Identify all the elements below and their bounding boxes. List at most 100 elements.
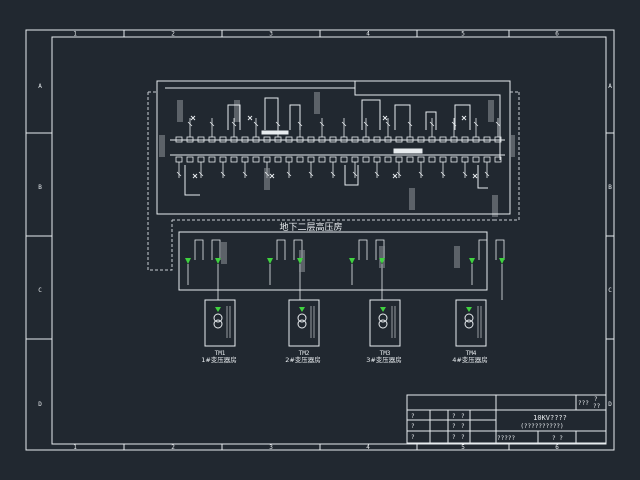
earth-switch — [341, 121, 347, 127]
transformer-coil-icon — [378, 319, 388, 329]
switch-cell — [263, 136, 271, 143]
transformer-room-label: 2#变压器房 — [285, 355, 321, 364]
col-marker: 6 — [555, 444, 559, 451]
corner-num: ? — [594, 396, 598, 403]
title-bottom-right: ? ? — [552, 435, 563, 442]
col-marker: 2 — [171, 31, 175, 38]
corner-num2: ?? — [593, 403, 601, 410]
drawing-frame — [25, 29, 615, 451]
earth-switch — [418, 171, 424, 177]
switch-cell — [439, 136, 447, 143]
transformer-room-label: 4#变压器房 — [452, 355, 488, 364]
earth-switch — [198, 171, 204, 177]
breaker-mark — [269, 173, 275, 179]
feeder-switch — [358, 239, 368, 260]
switch-cell — [208, 156, 216, 163]
row-marker: B — [608, 184, 612, 191]
switch-cell — [483, 136, 491, 143]
row-marker: C — [608, 287, 612, 294]
transformer-box — [455, 299, 487, 347]
feeder-loop — [289, 104, 301, 130]
earth-switch — [385, 121, 391, 127]
fuse-icon — [380, 307, 386, 312]
fuse-icon — [299, 307, 305, 312]
title-block-outline — [406, 394, 607, 444]
switch-cell — [175, 136, 183, 143]
col-marker: 3 — [269, 31, 273, 38]
row-marker: D — [608, 401, 612, 408]
corner-code: ??? — [578, 400, 589, 407]
earth-switch — [231, 121, 237, 127]
col-marker: 6 — [555, 31, 559, 38]
switch-cell — [219, 136, 227, 143]
switch-cell — [186, 156, 194, 163]
switch-cell — [329, 136, 337, 143]
earth-switch — [462, 171, 468, 177]
fuse-icon — [466, 307, 472, 312]
earth-switch — [495, 121, 501, 127]
fuse-icon — [499, 258, 505, 264]
title-cell: ? — [411, 423, 415, 430]
feeder-loop — [227, 104, 241, 130]
project-title: 10KV???? — [533, 414, 567, 422]
col-marker: 3 — [269, 444, 273, 451]
switch-cell — [351, 136, 359, 143]
transformer-box — [288, 299, 320, 347]
switch-cell — [230, 156, 238, 163]
feeder-loop — [394, 104, 411, 130]
earth-switch — [473, 121, 479, 127]
earth-switch — [220, 171, 226, 177]
switch-cell — [395, 136, 403, 143]
earth-switch — [429, 121, 435, 127]
switch-cell — [384, 156, 392, 163]
switch-cell — [241, 136, 249, 143]
col-marker: 5 — [461, 31, 465, 38]
earth-switch — [352, 171, 358, 177]
feeder-switch — [276, 239, 286, 260]
earth-switch — [451, 121, 457, 127]
row-marker: B — [38, 184, 42, 191]
transformer-coil-icon — [378, 313, 388, 323]
breaker-mark — [192, 173, 198, 179]
breaker-mark — [190, 115, 196, 121]
switch-cell — [362, 156, 370, 163]
fuse-icon — [267, 258, 273, 264]
earth-switch — [330, 171, 336, 177]
transformer-name: TM2 — [299, 350, 310, 357]
switch-cell — [318, 156, 326, 163]
bus-tie-bar-2 — [393, 148, 423, 154]
bus-tie-bar — [261, 130, 289, 135]
switch-cell — [494, 156, 502, 163]
earth-switch — [242, 171, 248, 177]
feeder-switch — [293, 239, 303, 260]
feeder-loop — [361, 99, 381, 130]
transformer-name: TM3 — [380, 350, 391, 357]
switch-cell — [307, 136, 315, 143]
feeder-loop — [264, 97, 279, 130]
breaker-mark — [392, 173, 398, 179]
fuse-icon — [215, 258, 221, 264]
upper-switch-cells — [175, 115, 502, 179]
title-cell: ? — [461, 423, 465, 430]
feeder-switch — [211, 239, 221, 260]
title-block-text: 10KV???? (??????????) ??? ? ?? ? ? ? ? ?… — [411, 396, 601, 442]
earth-switch — [396, 171, 402, 177]
switch-cell — [450, 156, 458, 163]
feeder-loop — [184, 165, 200, 196]
earth-switch — [209, 121, 215, 127]
transformer-coil-icon — [297, 319, 307, 329]
title-cell: ? — [461, 413, 465, 420]
title-cell: ? — [411, 413, 415, 420]
fuse-icon — [379, 258, 385, 264]
switch-cell — [406, 156, 414, 163]
switch-cell — [285, 136, 293, 143]
fuse-icon — [297, 258, 303, 264]
transformer-coil-icon — [213, 319, 223, 329]
row-marker: D — [38, 401, 42, 408]
col-marker: 5 — [461, 444, 465, 451]
title-block — [406, 394, 607, 444]
